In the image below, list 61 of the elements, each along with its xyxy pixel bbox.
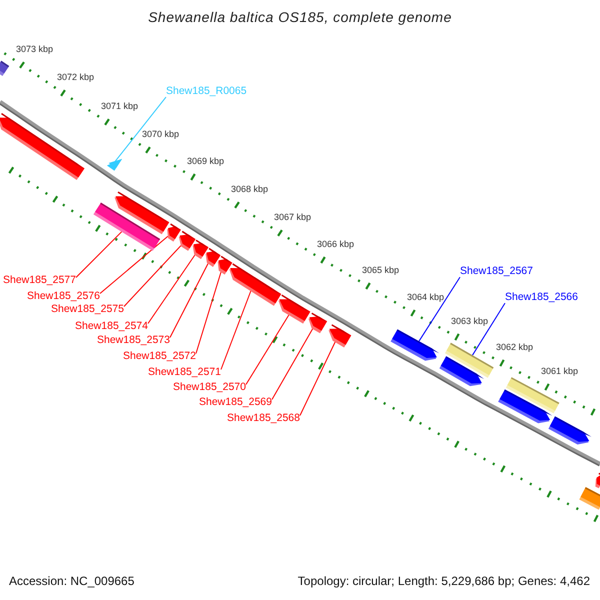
gene-label: Shew185_2569	[199, 396, 272, 408]
leader-line	[148, 254, 196, 324]
gene-block	[229, 263, 282, 306]
leader-line	[220, 290, 252, 370]
gene-block	[167, 223, 181, 242]
tick-label: 3073 kbp	[16, 44, 54, 54]
gene-label: Shew185_2577	[3, 274, 76, 286]
leader-line	[272, 328, 314, 400]
gene-block	[218, 256, 232, 275]
gene-label: Shew185_2566	[505, 290, 578, 304]
tick-label: 3064 kbp	[407, 292, 444, 302]
tick-label: 3072 kbp	[57, 72, 94, 82]
gene-label: Shew185_2575	[51, 302, 124, 316]
gene-label: Shew185_2573	[97, 334, 170, 346]
gene-block	[178, 230, 196, 251]
gene-bar	[0, 60, 10, 76]
tick-label: 3061 kbp	[541, 366, 578, 376]
triangle-marker	[106, 158, 122, 171]
leader-line	[472, 302, 506, 356]
gene-label: Shew185_2570	[173, 380, 246, 394]
gene-block	[278, 294, 310, 324]
gene-block	[439, 356, 484, 386]
gene-block	[206, 248, 221, 267]
gene-label: Shew185_2571	[148, 366, 221, 378]
leader-line	[196, 272, 222, 354]
leader-line	[114, 96, 166, 163]
gene-block	[192, 240, 208, 260]
tick-label: 3062 kbp	[496, 342, 534, 352]
gene-label: Shew185_2574	[75, 320, 148, 332]
gene-block	[0, 113, 84, 180]
tick-label: 3071 kbp	[101, 100, 138, 112]
tick-label: 3065 kbp	[362, 264, 400, 276]
tick-label: 3063 kbp	[451, 316, 488, 326]
genome-info-text: Topology: circular; Length: 5,229,686 bp; Genes: 4,462	[298, 574, 590, 588]
gene-block	[390, 329, 440, 361]
gene-label: Shew185_2567	[460, 264, 533, 278]
gene-block	[308, 312, 328, 334]
tick-label: 3067 kbp	[274, 212, 312, 222]
gene-block	[595, 472, 600, 488]
gene-block	[114, 192, 170, 234]
gene-bar	[506, 377, 560, 414]
tick-label: 3068 kbp	[231, 184, 268, 194]
gene-bar	[579, 487, 600, 510]
gene-label: Shew185_2568	[227, 412, 300, 424]
tick-label: 3069 kbp	[187, 156, 224, 166]
gene-block	[548, 416, 592, 444]
title: Shewanella baltica OS185, complete genome	[147, 9, 453, 26]
tick-label: 3066 kbp	[317, 238, 354, 250]
leader-line	[170, 263, 208, 338]
leader-line	[418, 276, 460, 342]
leader-line	[76, 231, 122, 278]
gene-label: Shew185_2576	[27, 290, 100, 302]
tick-label: 3070 kbp	[142, 128, 180, 140]
leader-line	[100, 236, 168, 294]
gene-block	[328, 324, 352, 348]
leader-line	[300, 341, 336, 416]
gene-label: Shew185_2572	[123, 350, 196, 362]
leader-line	[124, 245, 182, 307]
accession-text: Accession: NC_009665	[9, 574, 134, 588]
leader-line	[246, 314, 290, 385]
gene-label: Shew185_R0065	[166, 84, 247, 98]
